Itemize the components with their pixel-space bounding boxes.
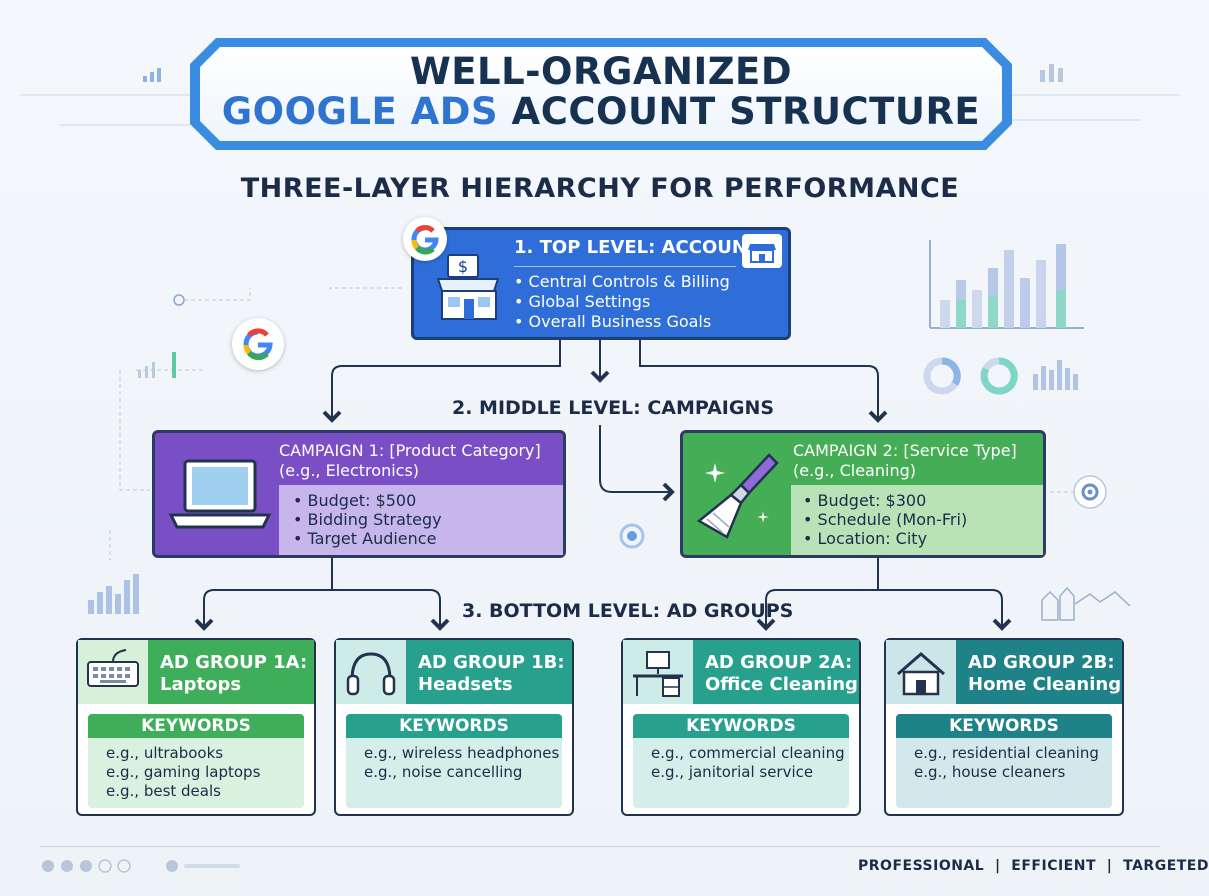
keyword-item: e.g., ultrabooks (106, 744, 224, 762)
ad-group-1a-label: AD GROUP 1A: (160, 652, 308, 673)
footer-tagline: PROFESSIONAL | EFFICIENT | TARGETED (858, 858, 1209, 874)
keyword-list: e.g., residential cleaning e.g., house c… (914, 744, 1099, 782)
keyword-item: e.g., house cleaners (914, 763, 1066, 781)
campaign-1-title: CAMPAIGN 1: [Product Category] (e.g., El… (279, 441, 541, 481)
donut-decor (923, 357, 1078, 395)
campaign-2-box: CAMPAIGN 2: [Service Type] (e.g., Cleani… (680, 430, 1046, 558)
campaign-2-name: CAMPAIGN 2: [Service Type] (793, 441, 1017, 460)
campaign-2-bullet: Location: City (803, 529, 967, 548)
ad-group-2b-title: AD GROUP 2B:Home Cleaning (968, 652, 1121, 696)
keyword-item: e.g., best deals (106, 782, 221, 800)
campaign-1-bullet: Target Audience (293, 529, 442, 548)
keyword-item: e.g., janitorial service (651, 763, 814, 781)
campaign-2-bullets: Budget: $300 Schedule (Mon-Fri) Location… (803, 491, 968, 548)
ad-group-2a-keywords: KEYWORDS e.g., commercial cleaning e.g.,… (633, 714, 849, 808)
ad-group-1b-name: Headsets (418, 674, 513, 695)
ad-group-2a-label: AD GROUP 2A: (705, 652, 853, 673)
ad-group-2b-card: AD GROUP 2B:Home Cleaning KEYWORDS e.g.,… (884, 638, 1124, 816)
keyword-list: e.g., commercial cleaning e.g., janitori… (651, 744, 845, 782)
office-desk-icon (623, 640, 693, 704)
title-banner (200, 47, 1002, 141)
keyword-item: e.g., wireless headphones (364, 744, 560, 762)
ad-group-1b-label: AD GROUP 1B: (418, 652, 565, 673)
campaign-2-bullet: Budget: $300 (803, 491, 967, 510)
keywords-label: KEYWORDS (896, 714, 1112, 738)
campaign-1-bullets: Budget: $500 Bidding Strategy Target Aud… (293, 491, 442, 548)
store-icon (742, 234, 782, 268)
campaign-2-title: CAMPAIGN 2: [Service Type] (e.g., Cleani… (793, 441, 1017, 481)
house-icon (886, 640, 956, 704)
footer-divider (40, 846, 1160, 847)
cleaning-brush-icon (696, 453, 779, 539)
ad-group-2a-name: Office Cleaning (705, 674, 858, 695)
ad-group-2b-name: Home Cleaning (968, 674, 1122, 695)
account-bullet: Global Settings (514, 292, 730, 312)
keywords-label: KEYWORDS (346, 714, 562, 738)
google-g-icon (403, 217, 447, 261)
account-title: 1. TOP LEVEL: ACCOUNT (514, 237, 760, 258)
ad-group-2b-label: AD GROUP 2B: (968, 652, 1115, 673)
ad-group-1b-keywords: KEYWORDS e.g., wireless headphones e.g.,… (346, 714, 562, 808)
keywords-label: KEYWORDS (88, 714, 304, 738)
ad-group-1a-name: Laptops (160, 674, 242, 695)
google-g-icon-left (232, 318, 284, 370)
campaign-2-example: (e.g., Cleaning) (793, 461, 916, 480)
campaign-1-example: (e.g., Electronics) (279, 461, 420, 480)
campaign-1-name: CAMPAIGN 1: [Product Category] (279, 441, 541, 460)
ad-group-1a-card: AD GROUP 1A:Laptops KEYWORDS e.g., ultra… (76, 638, 316, 816)
middle-level-label: 2. MIDDLE LEVEL: CAMPAIGNS (452, 397, 775, 419)
account-bullet: Overall Business Goals (514, 312, 730, 332)
campaign-1-bullet: Budget: $500 (293, 491, 442, 510)
keyword-list: e.g., ultrabooks e.g., gaming laptops e.… (106, 744, 260, 801)
bar-decor-top-right (1040, 64, 1063, 82)
ad-group-2b-keywords: KEYWORDS e.g., residential cleaning e.g.… (896, 714, 1112, 808)
ad-group-1a-title: AD GROUP 1A:Laptops (160, 652, 307, 696)
ad-group-2a-title: AD GROUP 2A:Office Cleaning (705, 652, 858, 696)
houses-decor (1041, 586, 1131, 621)
headphones-icon (336, 640, 406, 704)
account-bullets: Central Controls & Billing Global Settin… (514, 272, 730, 332)
title-line-1: WELL-ORGANIZED (409, 50, 793, 93)
ad-group-1a-keywords: KEYWORDS e.g., ultrabooks e.g., gaming l… (88, 714, 304, 808)
keyword-list: e.g., wireless headphones e.g., noise ca… (364, 744, 559, 782)
connectors (194, 340, 1012, 631)
laptop-icon (168, 459, 272, 529)
campaign-1-box: CAMPAIGN 1: [Product Category] (e.g., El… (152, 430, 566, 558)
left-decor (88, 287, 645, 614)
storefront-icon: $ (436, 254, 500, 320)
keyword-item: e.g., residential cleaning (914, 744, 1099, 762)
keyboard-icon (78, 640, 148, 704)
ad-group-2a-card: AD GROUP 2A:Office Cleaning KEYWORDS e.g… (621, 638, 861, 816)
title-highlight: GOOGLE ADS (221, 90, 499, 133)
bar-decor-top-left (143, 68, 161, 82)
gear-decor (1050, 475, 1107, 509)
title-line-2: GOOGLE ADS ACCOUNT STRUCTURE (200, 90, 1002, 133)
footer-dots (42, 859, 240, 873)
keywords-label: KEYWORDS (633, 714, 849, 738)
bottom-level-label: 3. BOTTOM LEVEL: AD GROUPS (462, 600, 794, 622)
campaign-1-bullet: Bidding Strategy (293, 510, 442, 529)
ad-group-1b-card: AD GROUP 1B:Headsets KEYWORDS e.g., wire… (334, 638, 574, 816)
bar-chart-decor-right (929, 240, 1084, 329)
keyword-item: e.g., noise cancelling (364, 763, 523, 781)
account-divider (514, 266, 736, 267)
svg-text:$: $ (458, 257, 468, 276)
subtitle: THREE-LAYER HIERARCHY FOR PERFORMANCE (240, 173, 960, 204)
account-bullet: Central Controls & Billing (514, 272, 730, 292)
title-rest: ACCOUNT STRUCTURE (498, 90, 981, 133)
keyword-item: e.g., commercial cleaning (651, 744, 845, 762)
campaign-2-bullet: Schedule (Mon-Fri) (803, 510, 968, 529)
ad-group-1b-title: AD GROUP 1B:Headsets (418, 652, 565, 696)
keyword-item: e.g., gaming laptops (106, 763, 261, 781)
